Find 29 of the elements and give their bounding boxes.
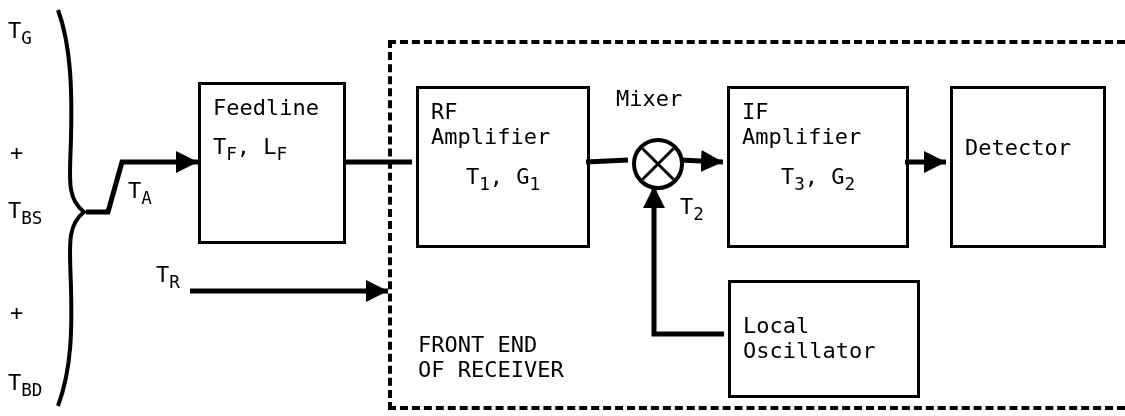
block-box: [728, 280, 920, 398]
temperature-term: T$_{BS}$: [8, 198, 43, 224]
connector-line: [346, 159, 412, 165]
block-parameters: T$_{1}$, G$_{1}$: [465, 163, 541, 189]
arrow: [86, 151, 198, 215]
block-box: [727, 86, 909, 248]
arrow: [190, 280, 388, 302]
temperature-term: +: [10, 140, 24, 166]
block-box: [198, 82, 346, 244]
connector-line: [585, 157, 629, 165]
block-title: IF Amplifier: [742, 99, 863, 150]
block-parameters: T$_{3}$, G$_{2}$: [780, 163, 856, 189]
input-label: T$_{R}$: [156, 262, 181, 288]
block-title: Detector: [965, 135, 1071, 161]
temperature-term: T$_{G}$: [8, 18, 32, 44]
component-label: Mixer: [616, 86, 683, 111]
dashed-region: [388, 40, 1125, 410]
mixer-symbol: [632, 138, 684, 190]
block-title: Feedline: [213, 95, 319, 121]
arrow: [905, 151, 946, 173]
block-box: [416, 86, 590, 248]
region-label: FRONT END OF RECEIVER: [418, 332, 565, 383]
block-title: RF Amplifier: [431, 99, 552, 150]
noise-temperature-label: T$_{2}$: [680, 194, 704, 219]
temperature-term: +: [10, 300, 24, 326]
block-title: Local Oscillator: [743, 313, 877, 364]
block-parameters: T$_{F}$, L$_{F}$: [213, 134, 288, 160]
temperature-term: T$_{BD}$: [8, 370, 43, 396]
block-box: [950, 86, 1106, 248]
